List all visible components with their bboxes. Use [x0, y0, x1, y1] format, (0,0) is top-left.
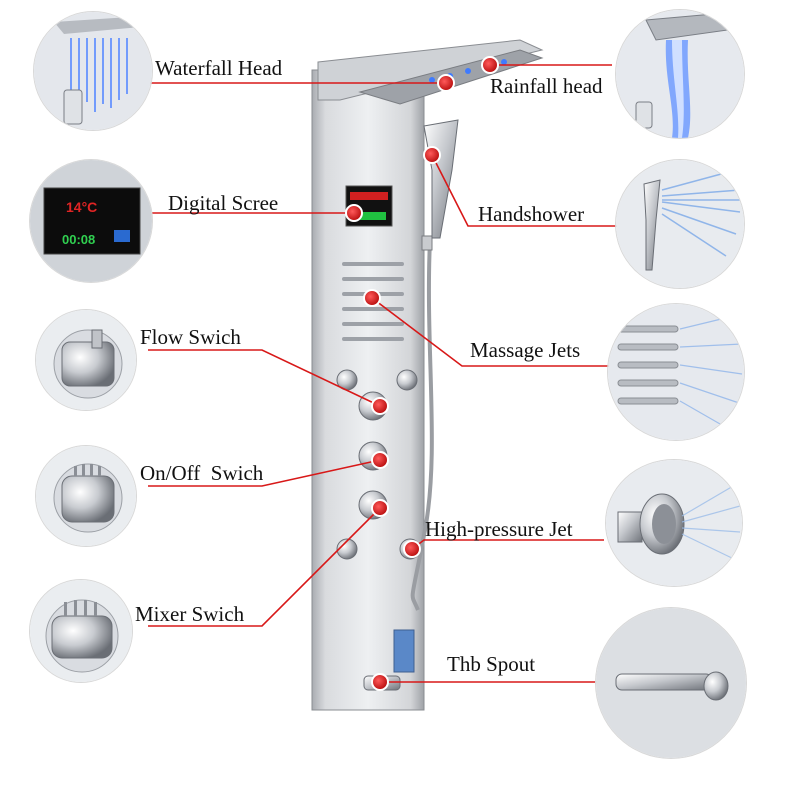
line-highpressure [411, 539, 604, 550]
marker-digital [345, 204, 363, 222]
marker-highpressure [403, 540, 421, 558]
thumb-tub-spout [596, 608, 746, 758]
thumb-handshower [616, 160, 744, 288]
thumb-high-pressure-jet [606, 460, 742, 586]
thumb-screen-temp: 14°C [66, 199, 97, 215]
marker-flow [371, 397, 389, 415]
marker-handshower [423, 146, 441, 164]
label-rainfall-head: Rainfall head [490, 74, 603, 98]
label-onoff-switch: On/Off Swich [140, 461, 264, 485]
shower-panel [311, 39, 544, 711]
thumb-digital-screen: 14°C 00:08 [30, 160, 152, 282]
panel-bottom-buttons [393, 629, 415, 673]
line-handshower [431, 154, 620, 227]
line-mixer [148, 507, 381, 627]
marker-massage [363, 289, 381, 307]
label-high-pressure-jet: High-pressure Jet [425, 517, 573, 541]
thumb-rainfall-head [616, 10, 744, 138]
handshower-holder [421, 235, 433, 251]
thumb-mixer-switch [30, 580, 132, 682]
marker-rainfall [481, 56, 499, 74]
callout-lines [148, 64, 620, 683]
label-handshower: Handshower [478, 202, 585, 226]
marker-mixer [371, 499, 389, 517]
massage-jet-rows [342, 262, 404, 341]
marker-spout [371, 673, 389, 691]
label-flow-switch: Flow Swich [140, 325, 241, 349]
thumb-waterfall-head [34, 12, 152, 130]
thumb-flow-switch [36, 310, 136, 410]
label-massage-jets: Massage Jets [470, 338, 581, 362]
line-onoff [148, 459, 381, 487]
handshower-shape [423, 119, 459, 239]
line-flow [148, 349, 381, 407]
line-massage [371, 297, 610, 367]
panel-screen-red [350, 192, 388, 200]
label-waterfall-head: Waterfall Head [155, 56, 283, 80]
label-digital-screen: Digital Scree [168, 191, 279, 215]
thumb-onoff-switch [36, 446, 136, 546]
panel-screen-green [352, 212, 386, 220]
handshower-hose [410, 239, 434, 611]
markers [345, 56, 499, 691]
marker-waterfall [437, 74, 455, 92]
thumb-screen-time: 00:08 [62, 232, 95, 247]
label-mixer-switch: Mixer Swich [135, 602, 245, 626]
marker-onoff [371, 451, 389, 469]
label-tub-spout: Thb Spout [447, 652, 536, 676]
thumb-massage-jets [608, 304, 744, 440]
